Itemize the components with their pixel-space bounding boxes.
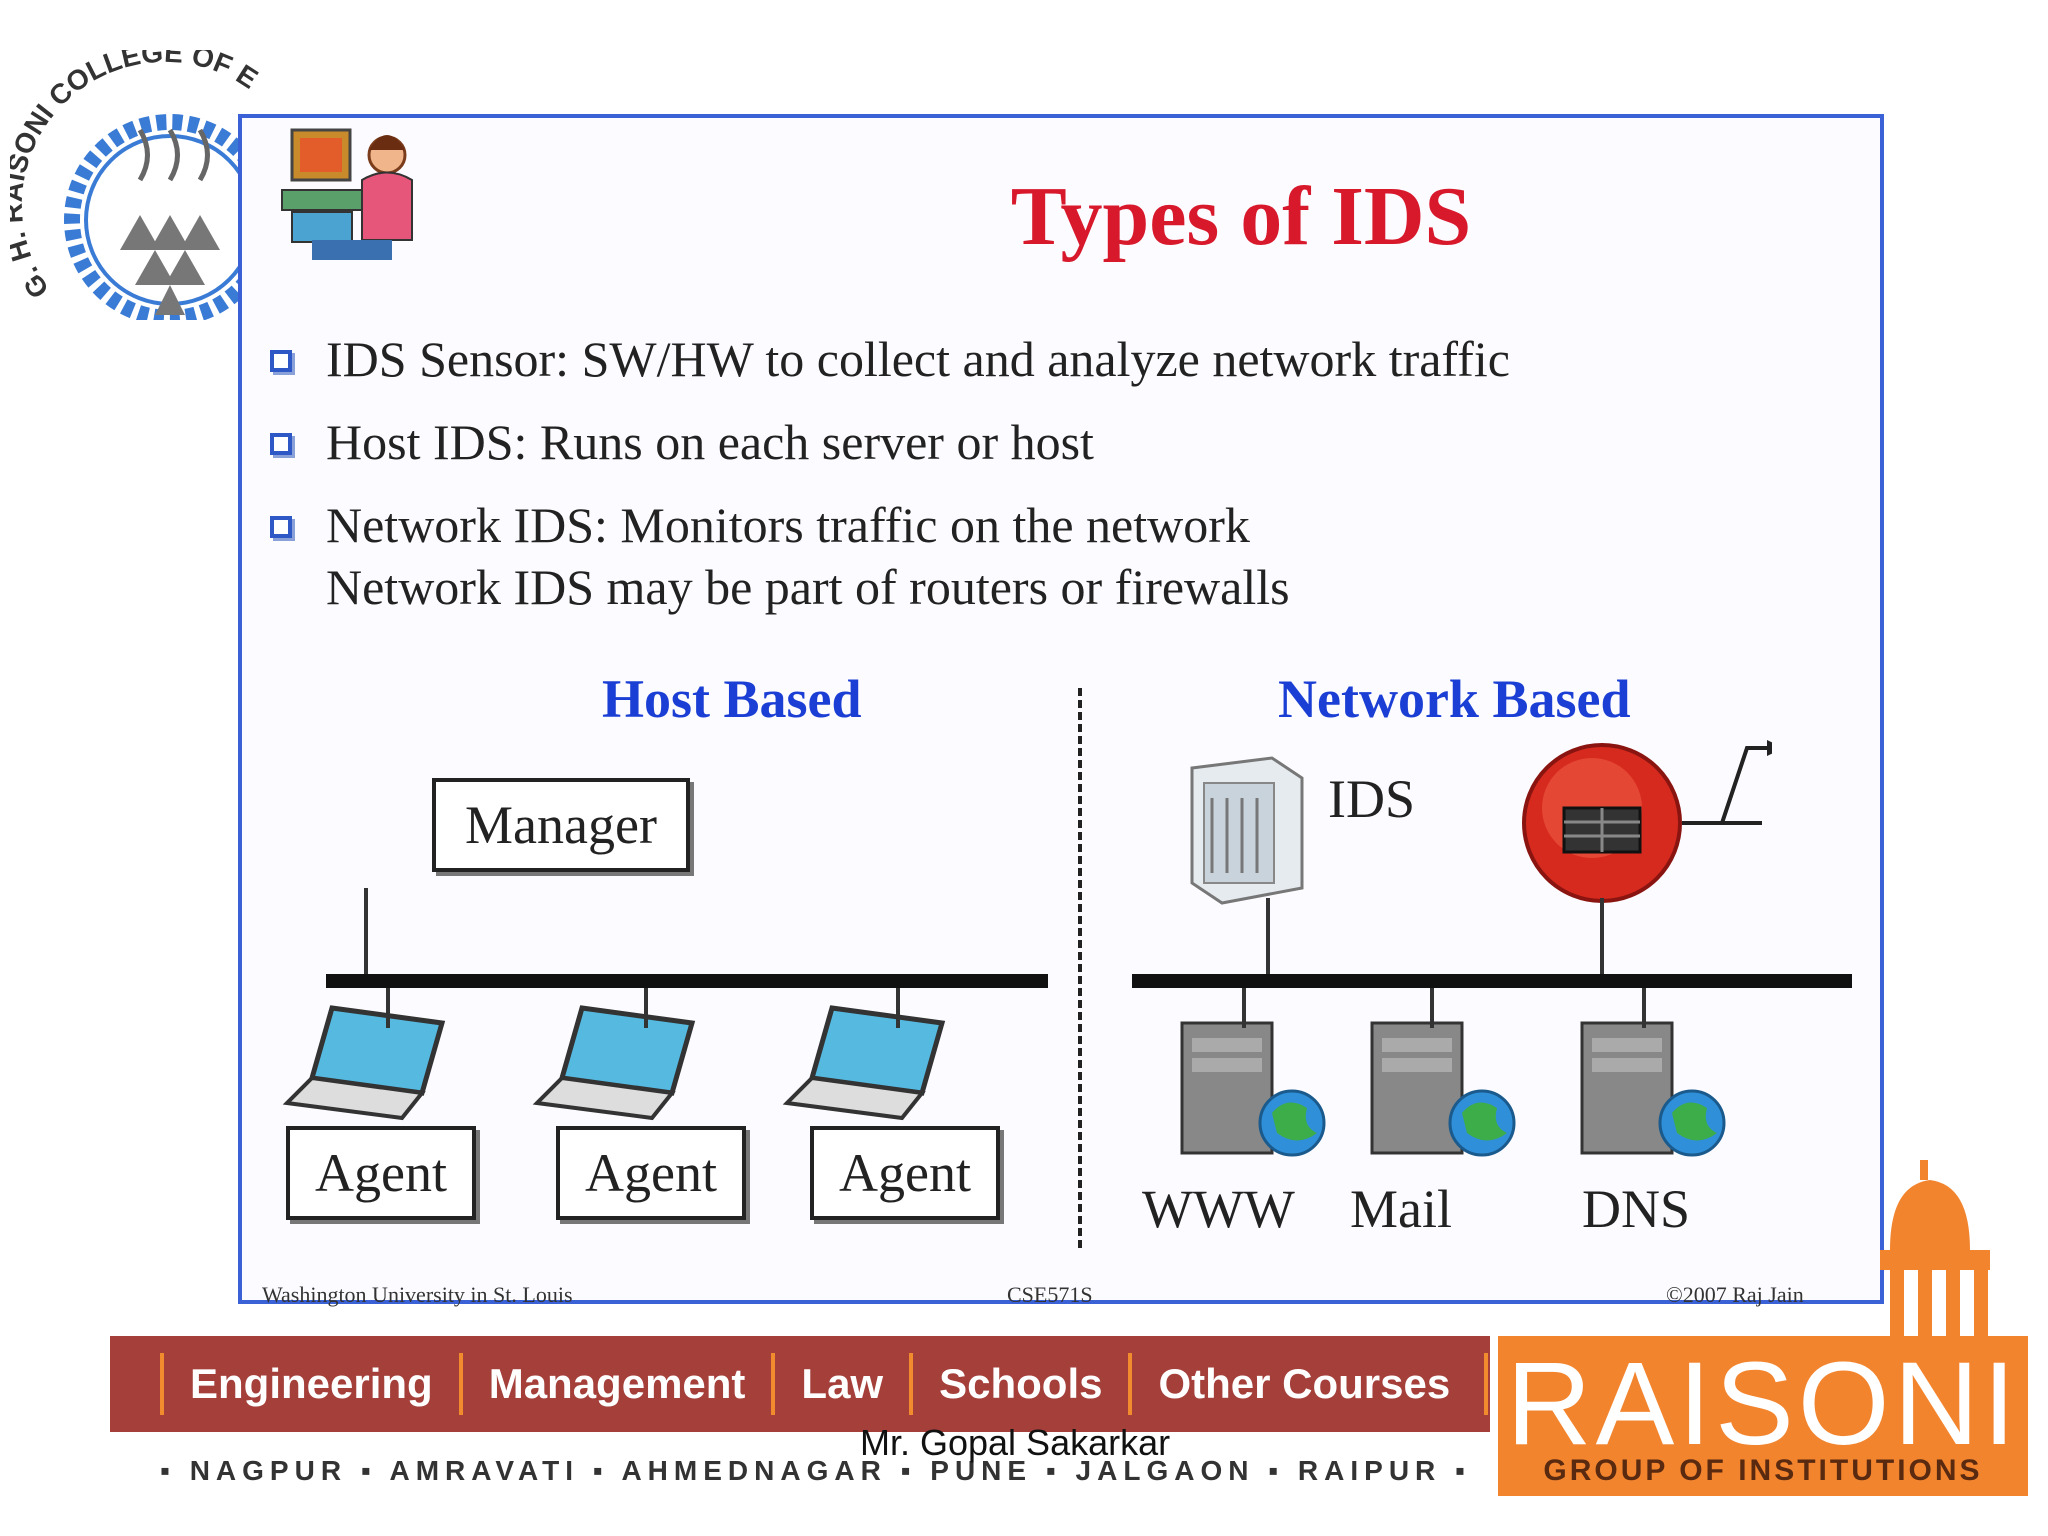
host-network-bus (326, 974, 1048, 988)
bullet-list: IDS Sensor: SW/HW to collect and analyze… (262, 328, 1862, 639)
agent-connector (644, 988, 648, 1028)
ids-label: IDS (1328, 769, 1416, 829)
banner-item-other-courses: Other Courses (1128, 1353, 1476, 1415)
bullet-text: Host IDS: Runs on each server or host (326, 414, 1094, 470)
banner-item-schools: Schools (909, 1353, 1128, 1415)
banner-items: Engineering Management Law Schools Other… (110, 1336, 1489, 1432)
www-label: WWW (1142, 1179, 1295, 1239)
agent-connector (896, 988, 900, 1028)
bullet-item: Network IDS: Monitors traffic on the net… (262, 494, 1862, 618)
banner-divider (1484, 1353, 1489, 1415)
mail-label: Mail (1350, 1179, 1452, 1239)
network-based-heading: Network Based (1278, 669, 1631, 729)
ids-connector (1266, 898, 1270, 978)
slide-footer-left: Washington University in St. Louis (262, 1282, 573, 1307)
manager-connector (364, 888, 368, 978)
server-connector (1430, 988, 1434, 1028)
dome-building-icon (1880, 1160, 1990, 1340)
agent-connector (386, 988, 390, 1028)
banner-item-management: Management (458, 1353, 772, 1415)
banner-item-law: Law (771, 1353, 909, 1415)
checkbox-bullet-icon (270, 516, 292, 538)
ids-appliance-icon (1190, 756, 1304, 905)
checkbox-bullet-icon (270, 433, 292, 455)
bullet-text: Network IDS: Monitors traffic on the net… (326, 497, 1250, 553)
laptop-icon (782, 1005, 946, 1121)
mail-server-icon (1370, 1021, 1516, 1157)
agent-box: Agent (556, 1126, 746, 1220)
bullet-item: Host IDS: Runs on each server or host (262, 411, 1862, 473)
dns-label: DNS (1582, 1179, 1691, 1239)
agent-box: Agent (810, 1126, 1000, 1220)
raisoni-name: RAISONI (1506, 1338, 2020, 1470)
laptop-icon (282, 1005, 446, 1121)
web-server-icon (1180, 1021, 1326, 1157)
bullet-item: IDS Sensor: SW/HW to collect and analyze… (262, 328, 1862, 390)
slide-footer-copyright: ©2007 Raj Jain (1666, 1282, 1804, 1307)
dashed-divider (1078, 688, 1082, 1248)
slide-frame: Types of IDS IDS Sensor: SW/HW to collec… (238, 114, 1884, 1307)
presenter-name: Mr. Gopal Sakarkar (860, 1422, 1171, 1463)
person-computer-icon (281, 128, 413, 260)
firewall-connector (1600, 898, 1604, 978)
host-based-heading: Host Based (602, 669, 862, 729)
bullet-text-continuation: Network IDS may be part of routers or fi… (326, 559, 1290, 615)
dns-server-icon (1580, 1021, 1726, 1157)
cities-list: ▪ NAGPUR ▪ AMRAVATI ▪ AHMEDNAGAR ▪ PUNE … (160, 1455, 1471, 1486)
slide-footer-course: CSE571S (1007, 1282, 1093, 1307)
college-seal-logo: G. H. RAISONI COLLEGE OF E (10, 50, 276, 320)
network-bus (1132, 974, 1852, 988)
agent-box: Agent (286, 1126, 476, 1220)
server-connector (1242, 988, 1246, 1028)
bullet-text: IDS Sensor: SW/HW to collect and analyze… (326, 331, 1510, 387)
server-connector (1642, 988, 1646, 1028)
firewall-router-icon (1522, 740, 1772, 903)
banner-item-engineering: Engineering (160, 1353, 459, 1415)
slide-title: Types of IDS (242, 168, 1880, 265)
institutions-banner: Engineering Management Law Schools Other… (110, 1336, 1490, 1432)
laptop-icon (532, 1005, 696, 1121)
slide-title-text: Types of IDS (1010, 170, 1472, 263)
raisoni-subtitle: GROUP OF INSTITUTIONS (1543, 1454, 1983, 1487)
manager-box: Manager (432, 778, 690, 872)
raisoni-group-logo: RAISONI GROUP OF INSTITUTIONS (1498, 1336, 2028, 1496)
checkbox-bullet-icon (270, 350, 292, 372)
